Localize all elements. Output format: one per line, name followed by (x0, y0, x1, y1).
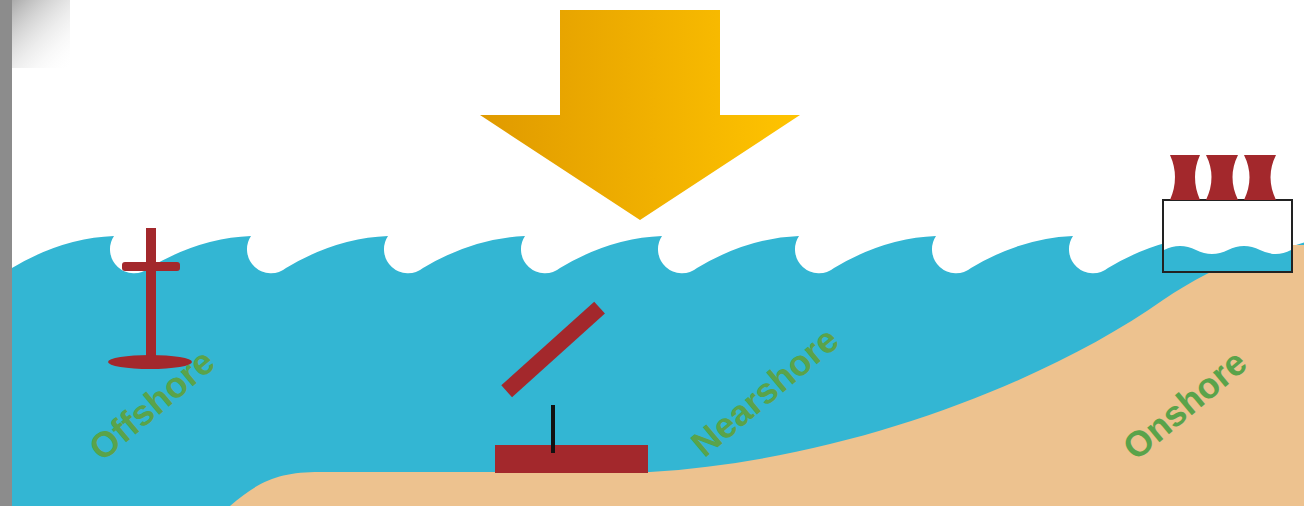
offshore-buoy (108, 228, 192, 369)
energy-arrow (480, 10, 800, 220)
sea-water (12, 236, 1304, 506)
onshore-chamber (1163, 200, 1292, 272)
turbine-towers (1170, 155, 1276, 200)
chamber-water (1164, 246, 1291, 271)
frame-side (0, 0, 12, 506)
seabed (230, 245, 1304, 506)
nearshore-flap (495, 302, 648, 473)
